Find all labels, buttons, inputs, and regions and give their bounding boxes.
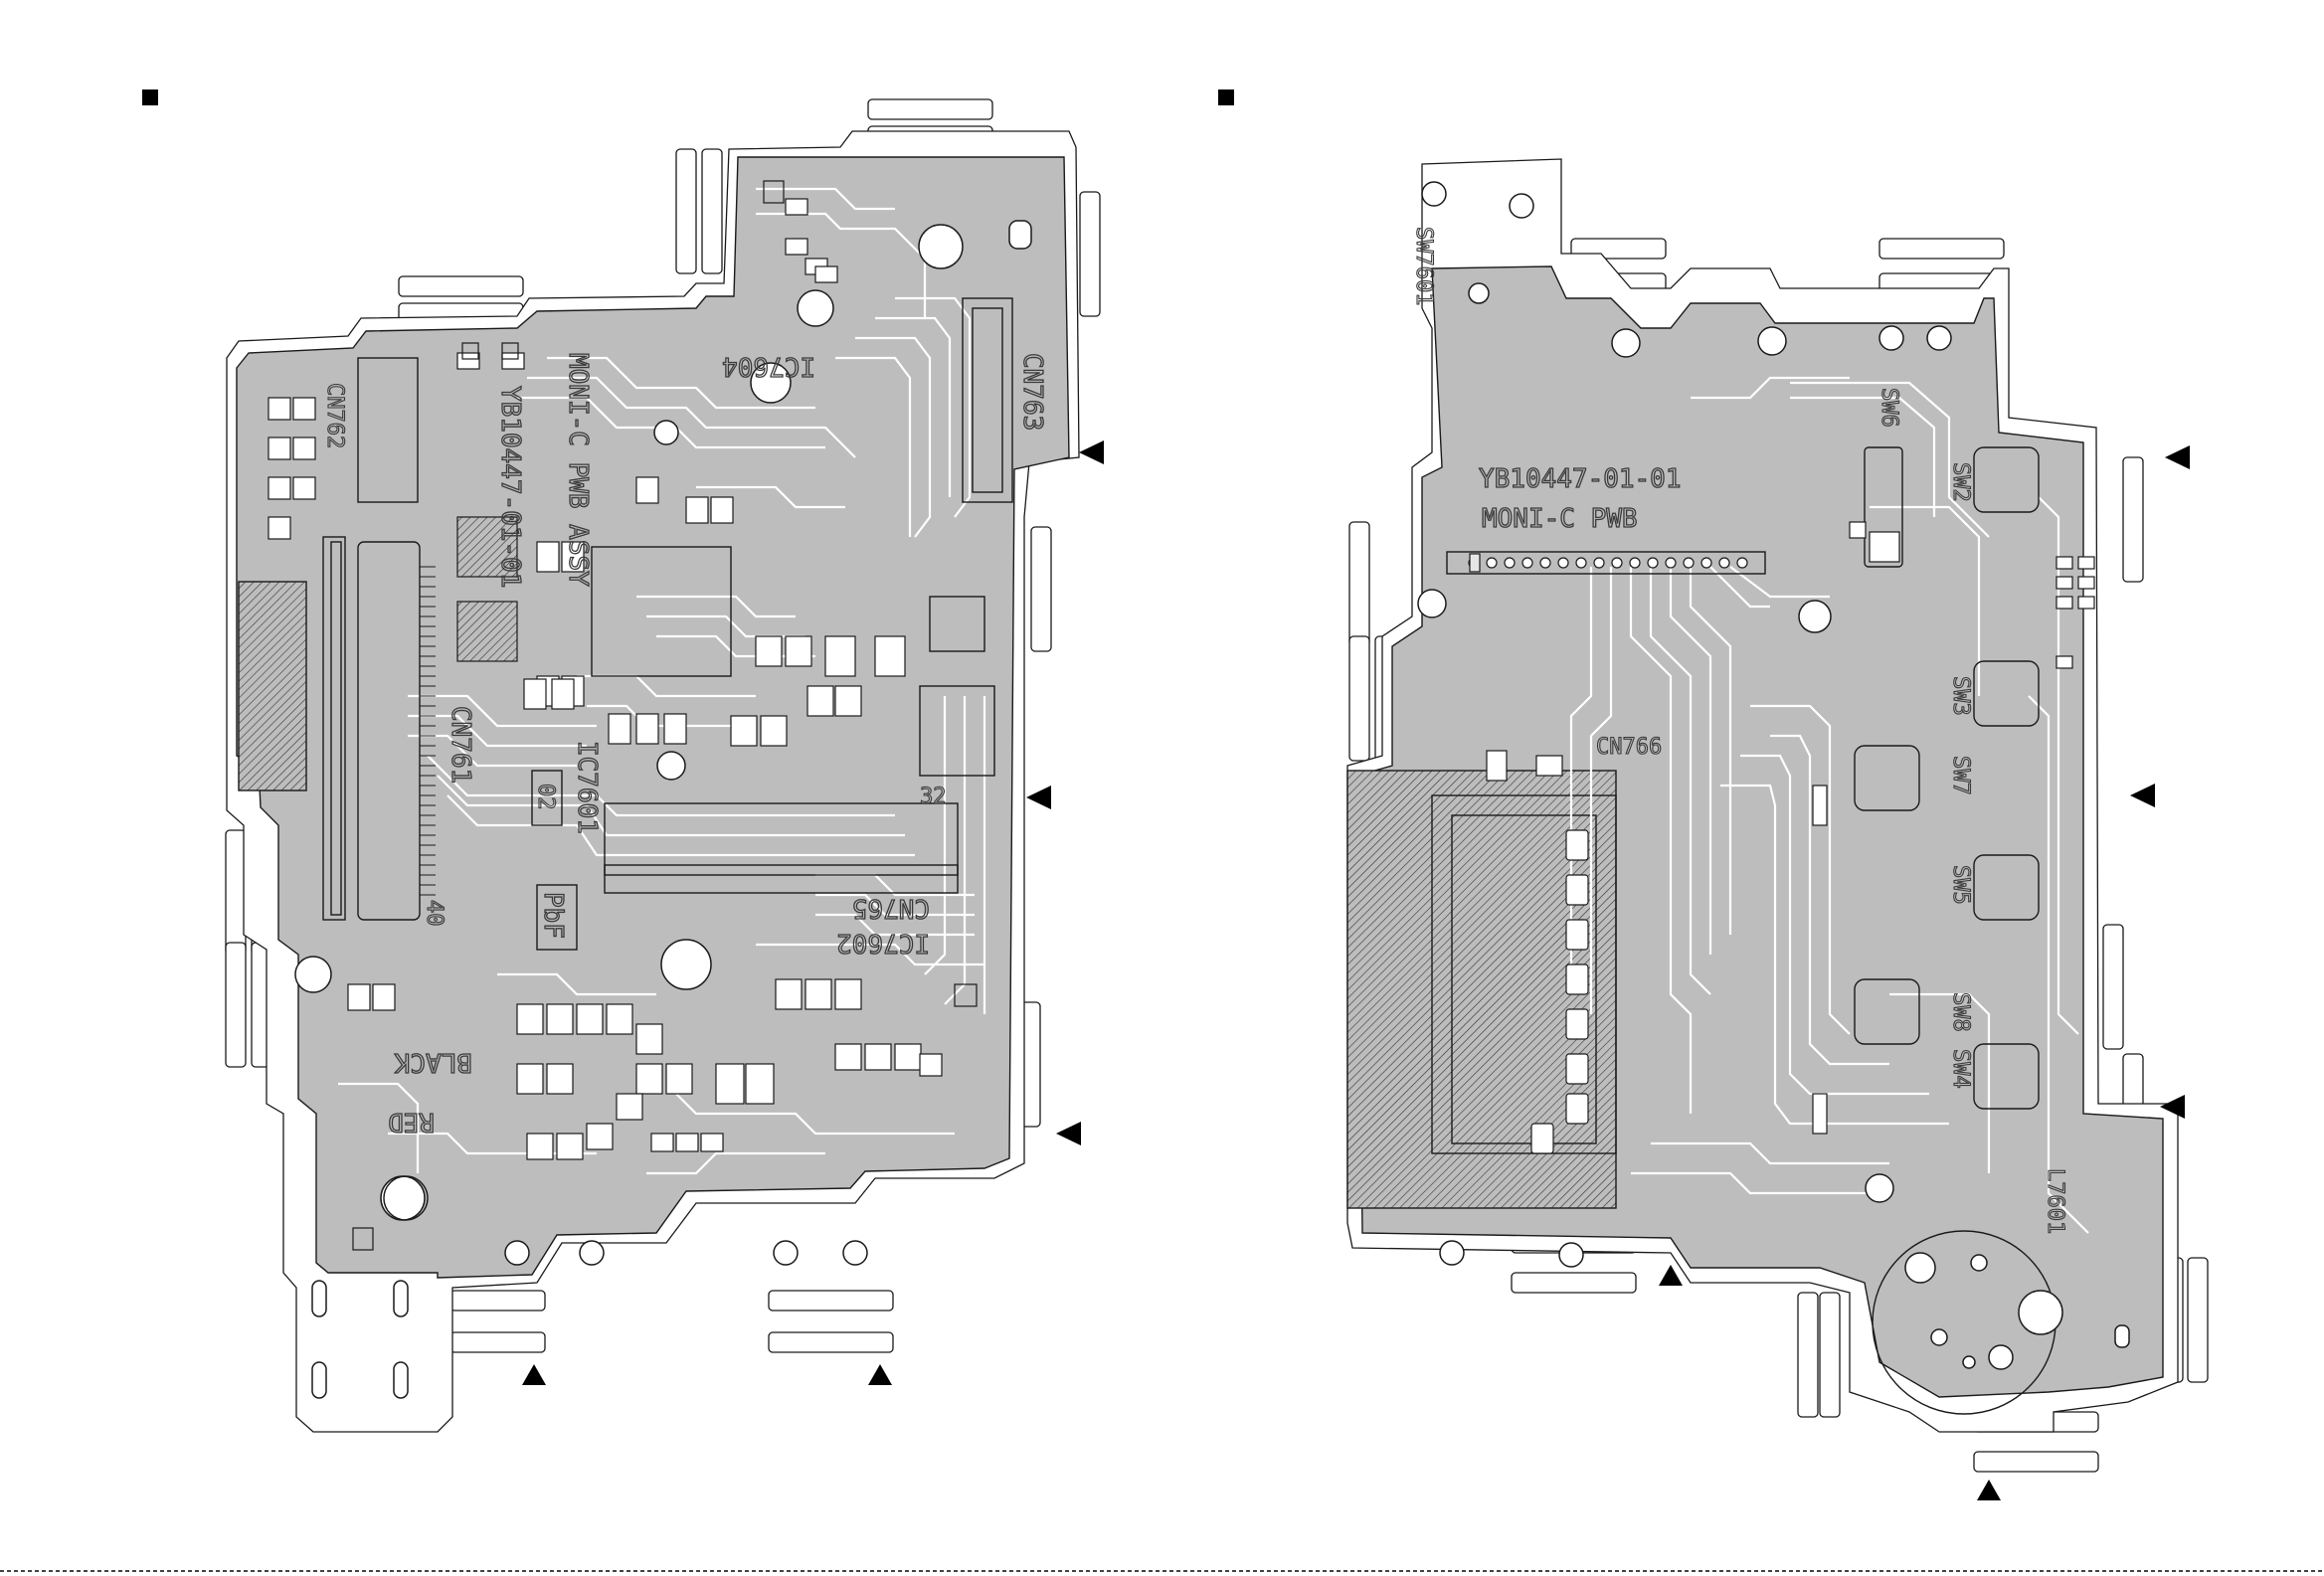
right-hole-9 xyxy=(1799,601,1831,632)
label-red: RED xyxy=(388,1107,435,1137)
section-marker-left xyxy=(142,89,158,105)
label-ic7604: IC7604 xyxy=(722,351,815,381)
left-hole-14 xyxy=(312,1281,326,1316)
label-assy: MONI-C PWB ASSY xyxy=(563,353,593,587)
label-sw5: SW5 xyxy=(1948,865,1973,905)
label-black: BLACK xyxy=(394,1047,472,1077)
left-hole-4 xyxy=(1009,221,1031,249)
label-sw8: SW8 xyxy=(1948,992,1973,1032)
label-sw4: SW4 xyxy=(1948,1049,1973,1089)
right-hole-11 xyxy=(1440,1241,1464,1265)
left-hole-8 xyxy=(381,1176,425,1220)
label-cn762: CN762 xyxy=(322,383,347,448)
left-hole-6 xyxy=(657,752,685,780)
label-l7601: L7601 xyxy=(2043,1168,2067,1234)
label-part-no: YB10447-01-01 xyxy=(495,386,525,589)
left-hole-2 xyxy=(798,290,833,326)
label-ic7601: IC7601 xyxy=(572,741,602,834)
left-hole-15 xyxy=(394,1281,408,1316)
right-hole-7 xyxy=(1927,326,1951,350)
label-marking-32: 32 xyxy=(920,785,947,809)
right-board: SW7601 YB10447-01-01 MONI-C PWB CN766 SW… xyxy=(1347,159,2208,1500)
hatched-block-2 xyxy=(457,602,517,661)
arrow-right-4 xyxy=(1659,1265,1683,1286)
left-hole-7 xyxy=(661,940,711,989)
label-sw7601: SW7601 xyxy=(1411,227,1436,305)
arrow-left-3 xyxy=(1056,1122,1081,1145)
lcd-pad-area xyxy=(239,582,306,790)
section-marker-right xyxy=(1218,89,1234,105)
left-hole-5 xyxy=(654,421,678,444)
left-hole-10 xyxy=(505,1241,529,1265)
right-hole-12 xyxy=(1559,1243,1583,1267)
arrow-right-1 xyxy=(2165,445,2190,469)
label-sw3: SW3 xyxy=(1948,676,1973,716)
left-hole-12 xyxy=(774,1241,798,1265)
left-hole-17 xyxy=(394,1362,408,1398)
label-cn763: CN763 xyxy=(1017,353,1047,431)
label-sw6: SW6 xyxy=(1877,388,1901,428)
right-hole-6 xyxy=(1879,326,1903,350)
label-board-name: MONI-C PWB xyxy=(1482,504,1638,534)
label-right-part-no: YB10447-01-01 xyxy=(1479,464,1682,494)
arrow-right-2 xyxy=(2130,784,2155,807)
arrow-left-1 xyxy=(1079,440,1104,464)
label-cn761: CN761 xyxy=(446,706,475,784)
label-marking-02: 02 xyxy=(533,784,558,810)
label-sw7: SW7 xyxy=(1948,756,1973,795)
left-hole-9 xyxy=(295,957,331,992)
right-hole-4 xyxy=(1612,329,1640,357)
left-hole-11 xyxy=(580,1241,604,1265)
right-hole-1 xyxy=(1422,182,1446,206)
arrow-left-5 xyxy=(868,1364,892,1385)
right-hole-8 xyxy=(1418,590,1446,617)
label-marking-40: 40 xyxy=(422,900,447,927)
right-hole-2 xyxy=(1510,194,1533,218)
arrow-right-5 xyxy=(1977,1480,2001,1500)
right-hole-5 xyxy=(1758,327,1786,355)
label-cn765: CN765 xyxy=(852,893,930,923)
label-sw2: SW2 xyxy=(1948,462,1973,502)
label-cn766: CN766 xyxy=(1596,735,1662,760)
left-board: CN763 IC7604 MONI-C PWB ASSY YB10447-01-… xyxy=(226,99,1104,1432)
right-hole-10 xyxy=(1866,1174,1893,1202)
left-hole-13 xyxy=(843,1241,867,1265)
left-hole-1 xyxy=(919,225,963,268)
label-ic7602: IC7602 xyxy=(836,928,930,958)
left-hole-16 xyxy=(312,1362,326,1398)
label-pbf: PbF xyxy=(538,892,568,939)
arrow-left-2 xyxy=(1026,786,1051,809)
right-hole-3 xyxy=(1469,283,1489,303)
arrow-left-4 xyxy=(522,1364,546,1385)
